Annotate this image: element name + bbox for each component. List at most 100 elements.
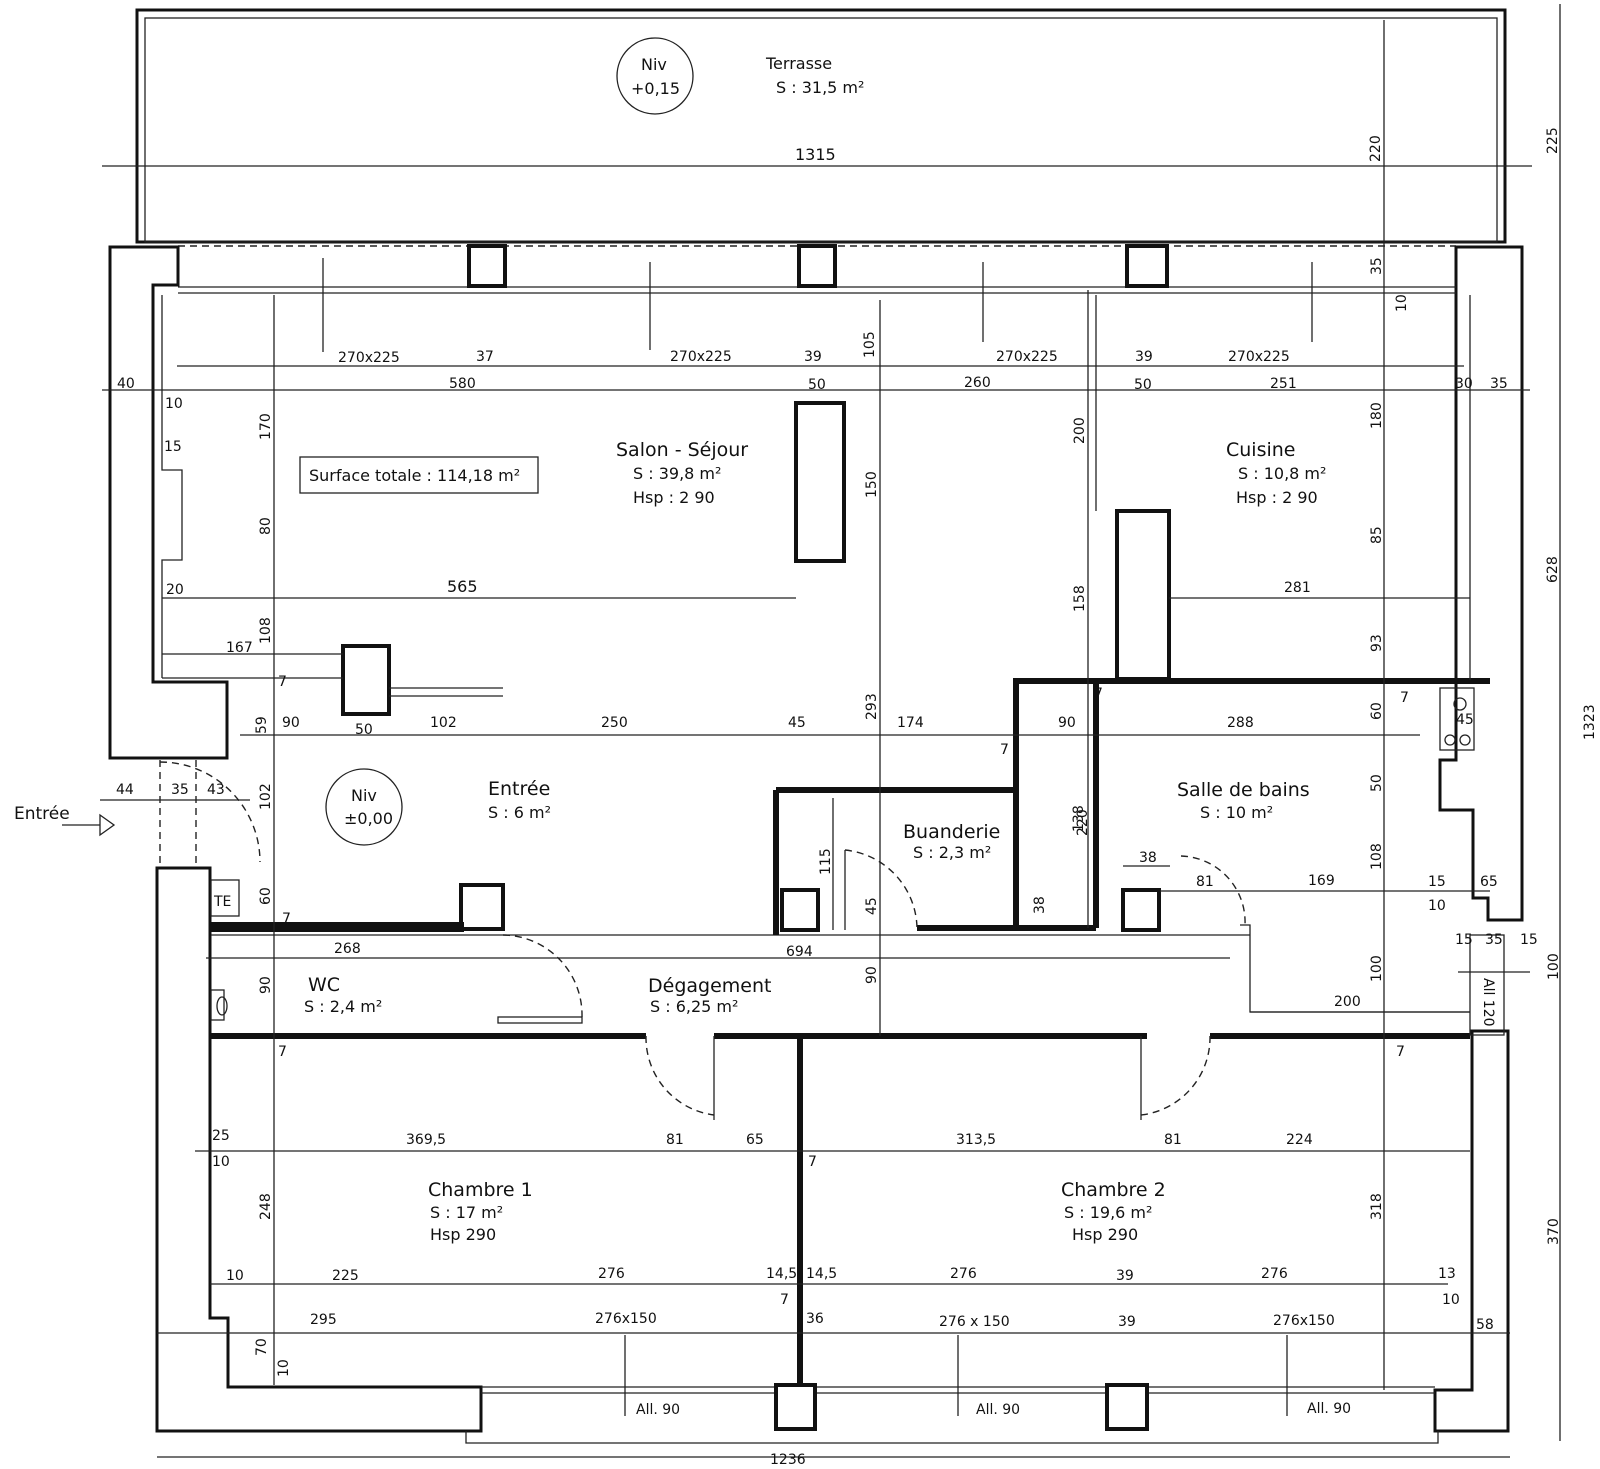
dim-kit-180: 180 (1369, 402, 1385, 429)
dim-salon-170: 170 (258, 413, 274, 440)
labels: Entrée Surface totale : 114,18 m² Niv +0… (14, 54, 1598, 1468)
dim-terrace-depth: 220 (1368, 135, 1384, 162)
dim-bath-50: 50 (1369, 774, 1385, 792)
dim-580-50b: 50 (1134, 377, 1152, 393)
level-terrace-l2: +0,15 (631, 79, 680, 98)
level-terrace-l1: Niv (641, 55, 667, 74)
dim-35: 35 (1369, 257, 1385, 275)
dim-ent-102: 102 (430, 715, 457, 731)
dim-b2-225: 225 (332, 1268, 359, 1284)
dim-bed-10v: 10 (276, 1359, 292, 1377)
dim-bath-38b: 38 (1139, 850, 1157, 866)
dim-deg-694: 694 (786, 944, 813, 960)
dim-b2-276a: 276 (598, 1266, 625, 1282)
dim-right-1323: 1323 (1582, 704, 1598, 740)
dim-kit-93: 93 (1369, 634, 1385, 652)
dim-b3-39: 39 (1118, 1314, 1136, 1330)
dim-kit-158: 158 (1072, 585, 1088, 612)
window-n1: 270x225 (338, 350, 400, 366)
dim-ent-288: 288 (1227, 715, 1254, 731)
fixture-te: TE (213, 894, 231, 910)
dim-bed-25: 25 (212, 1128, 230, 1144)
room-chambre2-name: Chambre 2 (1061, 1179, 1166, 1201)
dim-bath-100: 100 (1369, 955, 1385, 982)
dim-salon-108: 108 (258, 617, 274, 644)
room-salon-area: S : 39,8 m² (633, 464, 721, 483)
dim-deg-7b: 7 (1396, 1044, 1405, 1060)
dim-bed-81b: 81 (1164, 1132, 1182, 1148)
dim-salon-80: 80 (258, 517, 274, 535)
pillars (341, 244, 1171, 1431)
sill-s2: All. 90 (976, 1402, 1020, 1418)
interior-walls (161, 295, 1490, 1385)
room-degagement-name: Dégagement (648, 975, 771, 997)
dim-mid-45: 45 (864, 897, 880, 915)
dim-580-40: 40 (117, 376, 135, 392)
room-cuisine-height: Hsp : 2 90 (1236, 488, 1318, 507)
dim-bed-369: 369,5 (406, 1132, 446, 1148)
window-n2: 270x225 (670, 349, 732, 365)
dim-10: 10 (1394, 294, 1410, 312)
dim-salon-10: 10 (165, 396, 183, 412)
dim-door-43: 43 (207, 782, 225, 798)
dim-mid-90: 90 (864, 966, 880, 984)
room-entree-area: S : 6 m² (488, 803, 551, 822)
dim-580-580: 580 (449, 376, 476, 392)
dim-b2-10: 10 (226, 1268, 244, 1284)
room-chambre1-area: S : 17 m² (430, 1203, 503, 1222)
room-chambre2-height: Hsp 290 (1072, 1225, 1138, 1244)
dim-580-30: 30 (1455, 376, 1473, 392)
dim-580-50a: 50 (808, 377, 826, 393)
room-chambre1-name: Chambre 1 (428, 1179, 533, 1201)
dim-b2-276c: 276 (1261, 1266, 1288, 1282)
dim-bath-15b: 15 (1455, 932, 1473, 948)
sill-s3: All. 90 (1307, 1401, 1351, 1417)
dim-kit-200: 200 (1072, 417, 1088, 444)
dim-terrace-width: 1315 (795, 145, 836, 164)
room-bains-area: S : 10 m² (1200, 803, 1273, 822)
dim-right-100: 100 (1546, 953, 1562, 980)
dim-580-251: 251 (1270, 376, 1297, 392)
dim-bed-65: 65 (746, 1132, 764, 1148)
dim-ev-60: 60 (258, 887, 274, 905)
window-n3: 270x225 (996, 349, 1058, 365)
window-s1: 276x150 (595, 1311, 657, 1327)
dim-top-37: 37 (476, 349, 494, 365)
total-surface: Surface totale : 114,18 m² (309, 466, 520, 485)
room-chambre2-area: S : 19,6 m² (1064, 1203, 1152, 1222)
dim-salon-15: 15 (164, 439, 182, 455)
dim-b3-36: 36 (806, 1311, 824, 1327)
room-salon-name: Salon - Séjour (616, 439, 748, 461)
dim-salon-7: 7 (278, 674, 287, 690)
dim-kit-281: 281 (1284, 580, 1311, 596)
window-s3: 276x150 (1273, 1313, 1335, 1329)
dim-bath-138: 138 (1071, 805, 1087, 832)
dim-b2-145a: 14,5 (766, 1266, 797, 1282)
dim-bed-81a: 81 (666, 1132, 684, 1148)
dim-mid-293: 293 (864, 693, 880, 720)
dim-b2-10b: 10 (1442, 1292, 1460, 1308)
room-buanderie-name: Buanderie (903, 821, 1000, 843)
dim-b2-13: 13 (1438, 1266, 1456, 1282)
dim-right-628: 628 (1545, 556, 1561, 583)
dim-overall-bottom: 1236 (770, 1452, 806, 1468)
dim-right-370: 370 (1546, 1218, 1562, 1245)
dim-bed-70: 70 (254, 1338, 270, 1356)
room-buanderie-area: S : 2,3 m² (913, 843, 991, 862)
room-degagement-area: S : 6,25 m² (650, 997, 738, 1016)
window-n4: 270x225 (1228, 349, 1290, 365)
dim-ent-59: 59 (254, 716, 270, 734)
dim-bath-35: 35 (1485, 932, 1503, 948)
dim-ent-250: 250 (601, 715, 628, 731)
room-wc-area: S : 2,4 m² (304, 997, 382, 1016)
dim-bath-15: 15 (1428, 874, 1446, 890)
door-swings (159, 760, 1246, 1116)
dim-deg-7a: 7 (278, 1044, 287, 1060)
room-cuisine-area: S : 10,8 m² (1238, 464, 1326, 483)
dim-bath-45: 45 (1456, 712, 1474, 728)
dim-ev-7b: 7 (1000, 742, 1009, 758)
sill-s1: All. 90 (636, 1402, 680, 1418)
room-wc-name: WC (308, 974, 340, 996)
dim-bed-10: 10 (212, 1154, 230, 1170)
dim-ent-90b: 90 (1058, 715, 1076, 731)
